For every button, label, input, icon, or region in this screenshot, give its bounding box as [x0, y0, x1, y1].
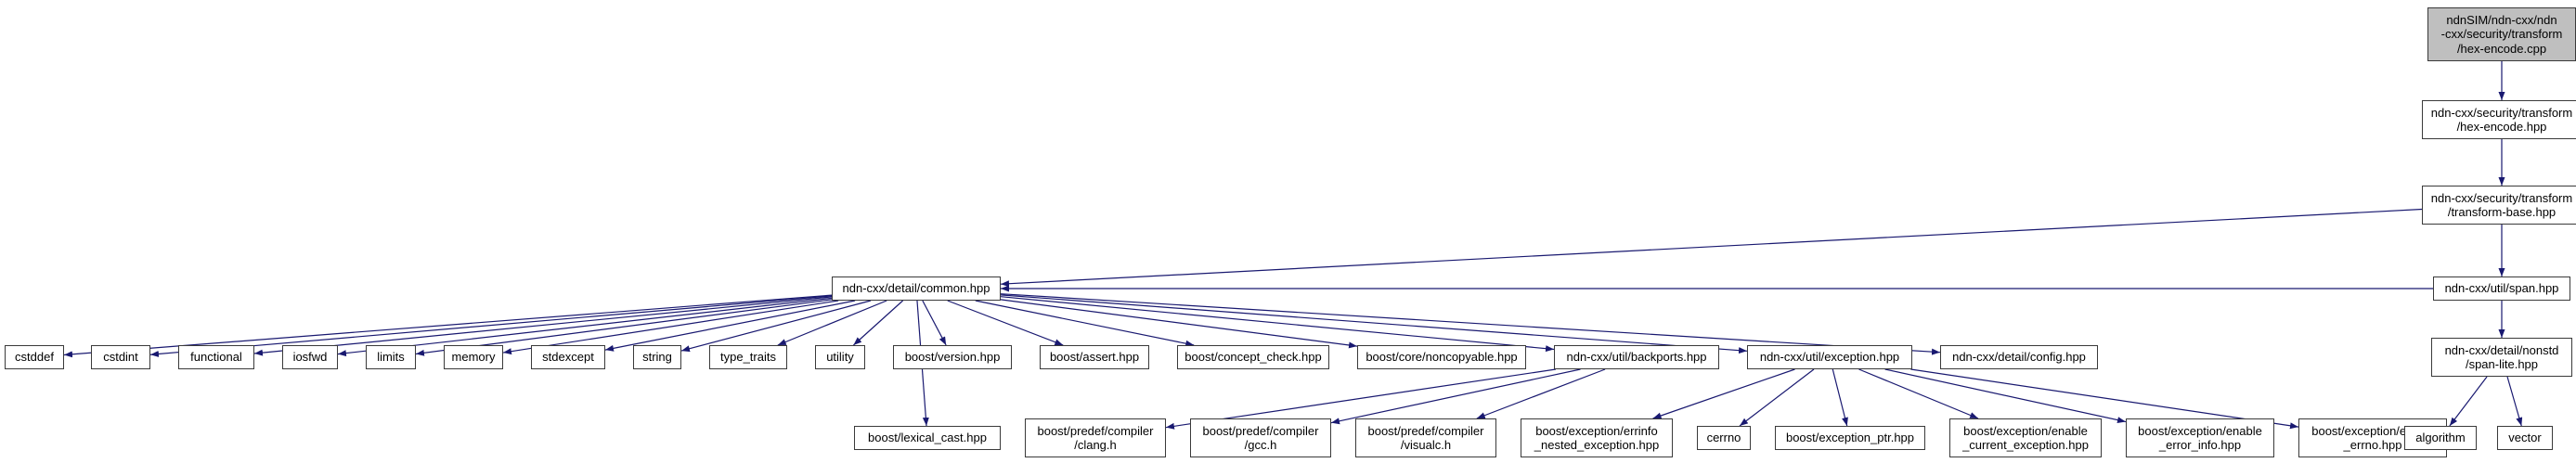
- graph-node-cstddef[interactable]: cstddef: [5, 345, 64, 369]
- edge-common-hpp-to-type-traits: [777, 300, 887, 346]
- edge-common-hpp-to-utility: [853, 300, 903, 346]
- edge-exception-hpp-to-enable-current-exception: [1858, 368, 1979, 419]
- graph-node-hex-encode-hpp[interactable]: ndn-cxx/security/transform /hex-encode.h…: [2422, 100, 2576, 139]
- edge-common-hpp-to-stdexcept: [604, 300, 856, 352]
- graph-node-exception-hpp[interactable]: ndn-cxx/util/exception.hpp: [1747, 345, 1912, 369]
- graph-node-cerrno[interactable]: cerrno: [1697, 426, 1751, 450]
- graph-node-vector[interactable]: vector: [2497, 426, 2553, 450]
- graph-node-type-traits[interactable]: type_traits: [709, 345, 787, 369]
- edge-exception-hpp-to-cerrno: [1739, 368, 1815, 427]
- graph-node-cstdint[interactable]: cstdint: [91, 345, 150, 369]
- graph-node-errinfo-nested[interactable]: boost/exception/errinfo _nested_exceptio…: [1521, 418, 1673, 457]
- graph-node-hex-encode-cpp[interactable]: ndnSIM/ndn-cxx/ndn -cxx/security/transfo…: [2427, 7, 2576, 61]
- graph-node-boost-concept-check[interactable]: boost/concept_check.hpp: [1177, 345, 1329, 369]
- edge-exception-hpp-to-errinfo-nested: [1652, 368, 1795, 419]
- graph-node-limits[interactable]: limits: [366, 345, 416, 369]
- edge-common-hpp-to-boost-core-noncopyable: [1000, 299, 1358, 349]
- edge-common-hpp-to-boost-concept-check: [975, 300, 1195, 347]
- edge-exception-hpp-to-exception-ptr: [1832, 368, 1848, 427]
- graph-node-predef-clang[interactable]: boost/predef/compiler /clang.h: [1025, 418, 1166, 457]
- edge-backports-hpp-to-predef-clang: [1165, 368, 1556, 430]
- graph-node-functional[interactable]: functional: [178, 345, 254, 369]
- graph-node-iosfwd[interactable]: iosfwd: [282, 345, 338, 369]
- edge-backports-hpp-to-predef-visualc: [1476, 368, 1606, 419]
- graph-node-utility[interactable]: utility: [815, 345, 865, 369]
- edge-transform-base-hpp-to-common-hpp: [1000, 208, 2423, 288]
- graph-node-exception-ptr[interactable]: boost/exception_ptr.hpp: [1775, 426, 1925, 450]
- edge-common-hpp-to-memory: [502, 300, 839, 355]
- graph-node-boost-lexical-cast[interactable]: boost/lexical_cast.hpp: [854, 426, 1001, 450]
- graph-node-config-hpp[interactable]: ndn-cxx/detail/config.hpp: [1940, 345, 2098, 369]
- edge-common-hpp-to-cstddef: [63, 294, 833, 358]
- graph-node-boost-assert[interactable]: boost/assert.hpp: [1040, 345, 1149, 369]
- edge-span-lite-hpp-to-algorithm: [2449, 376, 2488, 427]
- edge-span-lite-hpp-to-vector: [2506, 376, 2523, 427]
- edge-common-hpp-to-exception-hpp: [1000, 294, 1748, 354]
- edge-common-hpp-to-functional: [253, 296, 833, 356]
- graph-node-string[interactable]: string: [633, 345, 681, 369]
- graph-node-transform-base-hpp[interactable]: ndn-cxx/security/transform /transform-ba…: [2422, 186, 2576, 225]
- graph-node-enable-current-exception[interactable]: boost/exception/enable _current_exceptio…: [1949, 418, 2102, 457]
- edge-common-hpp-to-backports-hpp: [1000, 296, 1555, 353]
- graph-node-enable-error-info[interactable]: boost/exception/enable _error_info.hpp: [2126, 418, 2274, 457]
- graph-node-algorithm[interactable]: algorithm: [2404, 426, 2477, 450]
- edge-exception-hpp-to-enable-error-info: [1884, 368, 2127, 424]
- edge-common-hpp-to-config-hpp: [1000, 293, 1941, 355]
- edge-common-hpp-to-iosfwd: [337, 297, 833, 357]
- edge-exception-hpp-to-errinfo-errno: [1910, 368, 2299, 430]
- graph-node-stdexcept[interactable]: stdexcept: [531, 345, 605, 369]
- graph-node-backports-hpp[interactable]: ndn-cxx/util/backports.hpp: [1554, 345, 1719, 369]
- graph-node-predef-visualc[interactable]: boost/predef/compiler /visualc.h: [1355, 418, 1496, 457]
- edge-common-hpp-to-boost-version: [922, 300, 947, 346]
- graph-node-span-hpp[interactable]: ndn-cxx/util/span.hpp: [2433, 277, 2570, 301]
- edge-common-hpp-to-limits: [415, 299, 833, 356]
- graph-node-boost-version[interactable]: boost/version.hpp: [893, 345, 1012, 369]
- edge-common-hpp-to-string: [680, 300, 872, 353]
- graph-node-predef-gcc[interactable]: boost/predef/compiler /gcc.h: [1190, 418, 1331, 457]
- graph-node-common-hpp[interactable]: ndn-cxx/detail/common.hpp: [832, 277, 1001, 301]
- edge-backports-hpp-to-predef-gcc: [1330, 368, 1581, 425]
- graph-node-span-lite-hpp[interactable]: ndn-cxx/detail/nonstd /span-lite.hpp: [2431, 338, 2572, 377]
- edge-common-hpp-to-boost-assert: [947, 300, 1064, 346]
- edge-common-hpp-to-cstdint: [149, 295, 833, 357]
- graph-node-memory[interactable]: memory: [444, 345, 503, 369]
- graph-node-boost-core-noncopyable[interactable]: boost/core/noncopyable.hpp: [1357, 345, 1526, 369]
